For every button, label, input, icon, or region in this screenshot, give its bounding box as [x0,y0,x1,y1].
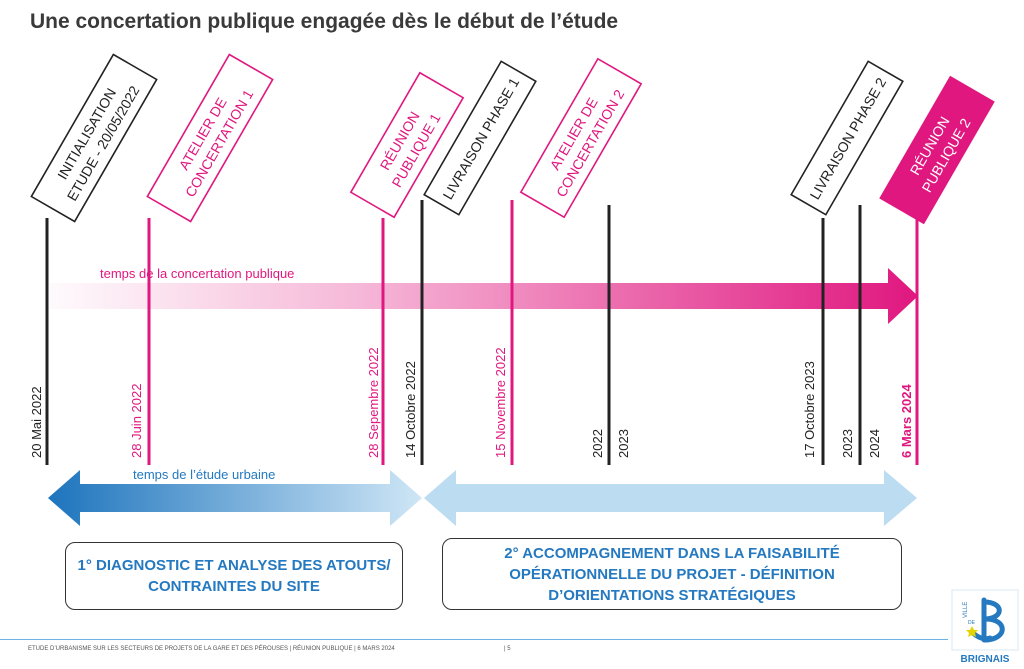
date-label: 2023 [616,429,631,458]
date-label: 15 Novembre 2022 [493,347,508,458]
date-label: 14 Octobre 2022 [403,361,418,458]
page-title: Une concertation publique engagée dès le… [30,10,619,33]
logo-name: BRIGNAIS [961,654,1010,665]
concertation-label: temps de la concertation publique [100,266,294,281]
footer-divider [0,639,948,640]
date-label: 2022 [590,429,605,458]
phase1-text: 1° DIAGNOSTIC ET ANALYSE DES ATOUTS/ CON… [77,557,391,595]
footer-text: ETUDE D’URBANISME SUR LES SECTEURS DE PR… [28,646,395,652]
date-label: 20 Mai 2022 [29,386,44,458]
logo-ville: VILLE [963,602,969,618]
phase2-text: 2° ACCOMPAGNEMENT DANS LA FAISABILITÉ OP… [504,545,840,604]
etude-arrow-phase2 [424,470,917,526]
phase2-box: 2° ACCOMPAGNEMENT DANS LA FAISABILITÉ OP… [442,538,902,610]
etude-label: temps de l’étude urbaine [133,467,275,482]
date-label: 6 Mars 2024 [899,384,914,458]
date-label: 2023 [840,429,855,458]
date-label: 2024 [867,429,882,458]
page-number: | 5 [504,646,511,652]
phase1-box: 1° DIAGNOSTIC ET ANALYSE DES ATOUTS/ CON… [65,542,403,610]
date-label: 17 Octobre 2023 [802,361,817,458]
concertation-arrow [50,268,918,324]
logo-de: DE [968,620,976,626]
date-label: 28 Juin 2022 [129,384,144,458]
brignais-logo: VILLE DE BRIGNAIS [951,589,1019,665]
date-label: 28 Sepembre 2022 [366,347,381,458]
etude-arrow-phase1 [48,470,422,526]
star-icon [966,626,978,637]
milestone-label: LIVRAISON PHASE 2 [807,75,890,202]
